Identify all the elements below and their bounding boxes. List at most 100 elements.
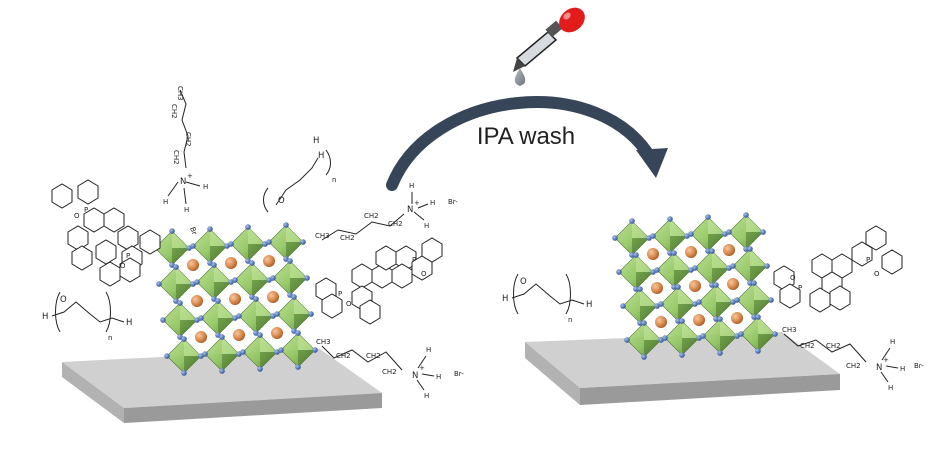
halide-ion <box>768 297 774 303</box>
halide-ion <box>236 313 242 319</box>
perovskite-crystal-before <box>152 222 318 376</box>
a-site-cation <box>731 312 743 324</box>
chem-label: O <box>120 262 126 270</box>
chem-label: H <box>163 198 168 206</box>
a-site-cation <box>271 327 283 339</box>
a-site-cation <box>693 314 705 326</box>
octahedron <box>276 296 312 332</box>
halide-ion <box>671 284 677 290</box>
chem-label: CH3 <box>782 326 797 334</box>
halide-ion <box>169 228 175 234</box>
a-site-cation <box>727 278 739 290</box>
halide-ion <box>232 277 238 283</box>
octahedron <box>694 250 730 286</box>
chem-label: N <box>412 371 418 381</box>
halide-ion <box>734 297 740 303</box>
halide-ion <box>181 370 187 376</box>
chem-label: H <box>890 338 895 346</box>
spiro-phosphine-oxide-right: P O P O <box>315 237 443 325</box>
halide-ion <box>641 320 647 326</box>
halide-ion <box>295 364 301 370</box>
halide-ion <box>650 233 656 239</box>
halide-ion <box>274 311 280 317</box>
halide-ion <box>713 282 719 288</box>
a-site-cation <box>225 257 237 269</box>
a-site-cation <box>267 291 279 303</box>
chem-label: CH2 <box>388 220 403 228</box>
halide-ion <box>764 263 770 269</box>
chem-label: H <box>318 151 324 161</box>
halide-ion <box>679 318 685 324</box>
halide-ion <box>743 246 749 252</box>
halide-ion <box>308 311 314 317</box>
chem-label: H <box>888 384 893 392</box>
chem-label: H <box>409 182 414 190</box>
chem-label: O <box>421 270 427 278</box>
chem-label: CH2 <box>382 368 397 376</box>
octahedron <box>622 288 658 324</box>
halide-ion <box>637 320 643 326</box>
halide-ion <box>700 333 706 339</box>
halide-ion <box>173 264 179 270</box>
halide-ion <box>705 248 711 254</box>
halide-ion <box>160 317 166 323</box>
halide-ion <box>616 269 622 275</box>
halide-ion <box>219 334 225 340</box>
halide-ion <box>300 239 306 245</box>
halide-ion <box>717 316 723 322</box>
octahedron <box>280 332 316 368</box>
octahedron <box>740 316 776 352</box>
chem-label: P <box>412 256 416 264</box>
halide-ion <box>629 218 635 224</box>
chem-label: H <box>313 136 319 146</box>
halide-ion <box>211 262 217 268</box>
halide-ion <box>194 279 200 285</box>
halide-ion <box>755 348 761 354</box>
a-site-cation <box>723 244 735 256</box>
halide-ion <box>620 303 626 309</box>
halide-ion <box>772 331 778 337</box>
halide-ion <box>688 231 694 237</box>
peo-left-after: H O H n <box>502 273 592 324</box>
halide-ion <box>633 252 639 258</box>
a-site-cation <box>655 316 667 328</box>
halide-ion <box>747 246 753 252</box>
halide-ion <box>755 314 761 320</box>
a-site-cation <box>233 329 245 341</box>
chem-label: Br- <box>914 362 924 370</box>
halide-ion <box>202 351 208 357</box>
chem-label: CH2 <box>184 132 192 147</box>
octahedron <box>234 262 270 298</box>
halide-ion <box>692 265 698 271</box>
chem-label: N <box>407 205 413 215</box>
chem-label: n <box>332 176 336 184</box>
chem-label: O <box>790 274 796 282</box>
octahedron <box>238 298 274 334</box>
chem-label: H <box>203 183 208 191</box>
halide-ion <box>624 337 630 343</box>
octahedron <box>702 318 738 354</box>
octahedron <box>162 302 198 338</box>
octahedron <box>618 254 654 290</box>
halide-ion <box>245 224 251 230</box>
halide-ion <box>747 280 753 286</box>
octahedron <box>732 248 768 284</box>
halide-ion <box>696 299 702 305</box>
halide-ion <box>291 294 297 300</box>
chem-label: O <box>874 270 880 278</box>
halide-ion <box>240 349 246 355</box>
halide-ion <box>760 229 766 235</box>
octahedron <box>268 224 304 260</box>
chem-label: CH3 <box>316 338 331 346</box>
octahedron <box>230 226 266 262</box>
octahedron <box>660 286 696 322</box>
chem-label: O <box>74 212 80 220</box>
chem-label: CH2 <box>366 352 381 360</box>
halide-ion <box>726 229 732 235</box>
halide-ion <box>713 316 719 322</box>
octahedron <box>614 220 650 256</box>
a-site-cation <box>689 280 701 292</box>
chem-label: + <box>187 172 193 180</box>
octahedron <box>166 338 202 374</box>
